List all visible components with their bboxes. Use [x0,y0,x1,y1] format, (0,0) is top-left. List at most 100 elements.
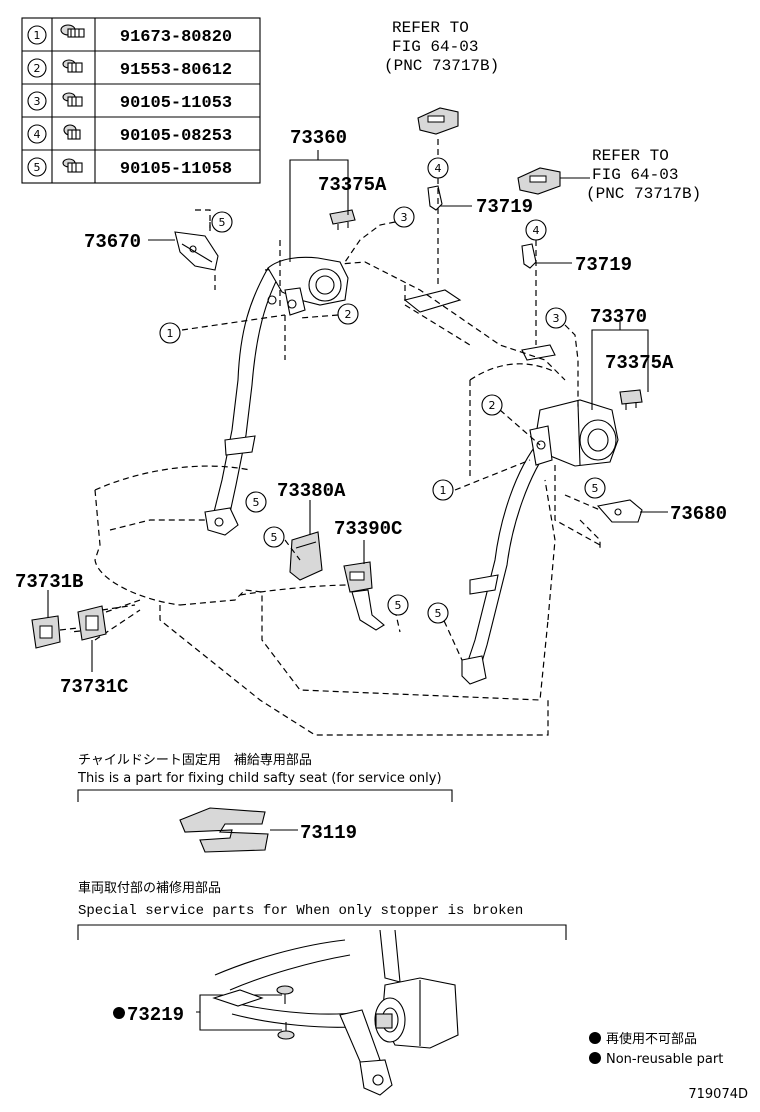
non-reusable-mark-icon [113,1007,125,1019]
legend-en: Non-reusable part [606,1052,723,1067]
label-73375a-left: 73375A [318,174,387,196]
callout-3: 3 [393,206,415,228]
label-73360: 73360 [290,127,347,149]
callout-number: 1 [34,29,41,42]
bolt-icon [63,124,81,140]
reference-note-line: (PNC 73717B) [586,185,701,203]
callout-1: 1 [432,479,454,501]
stopper-note-jp: 車両取付部の補修用部品 [78,881,221,896]
callout-number: 4 [34,128,41,141]
part-number: 90105-08253 [120,127,232,146]
label-73370: 73370 [590,306,647,328]
label-73719-top: 73719 [476,196,533,218]
part-number: 90105-11058 [120,160,232,179]
fastener-row: 1 91673-80820 [27,24,232,47]
non-reusable-mark-icon [589,1032,601,1044]
right-belt-assembly [461,399,619,685]
svg-text:5: 5 [253,496,260,509]
non-reusable-mark-icon [589,1052,601,1064]
diagram-callouts: 5 3 1 2 4 4 3 2 1 5 5 5 5 5 [159,157,606,624]
legend-jp: 再使用不可部品 [606,1031,697,1047]
callout-circle [27,124,47,144]
fastener-row: 4 90105-08253 [27,124,232,146]
label-73719-right: 73719 [575,254,632,276]
svg-text:4: 4 [533,224,540,237]
callout-5: 5 [427,602,449,624]
clip-73375a-right [619,389,643,410]
callout-number: 3 [34,95,41,108]
part-labels: REFER TO FIG 64-03 (PNC 73717B) REFER TO… [15,19,727,698]
anchor-73719-right [521,243,537,269]
stopper-clip-top [276,985,294,1004]
callout-5: 5 [584,477,606,499]
fastener-row: 3 90105-11053 [27,91,232,113]
reference-note-line: FIG 64-03 [592,166,678,184]
label-73219: 73219 [127,1004,184,1026]
label-73119: 73119 [300,822,357,844]
fastener-row: 2 91553-80612 [27,58,232,80]
callout-2: 2 [481,394,503,416]
child-seat-note-en: This is a part for fixing child safty se… [77,771,442,786]
anchor-73731b [31,615,61,649]
svg-text:3: 3 [553,312,560,325]
part-number: 91553-80612 [120,61,232,80]
svg-text:3: 3 [401,211,408,224]
part-number: 91673-80820 [120,28,232,47]
bolt-icon [62,158,83,173]
child-seat-section: チャイルドシート固定用 補給専用部品 This is a part for fi… [77,753,453,853]
label-73680: 73680 [670,503,727,525]
reference-note-line: (PNC 73717B) [384,57,499,75]
callout-circle [27,91,47,111]
buckle-73380a [289,531,323,581]
reference-note-line: FIG 64-03 [392,38,478,56]
svg-text:5: 5 [395,599,402,612]
label-73731b: 73731B [15,571,83,593]
bolt-icon [62,92,83,107]
stopper-clip-bottom [277,1022,295,1040]
callout-number: 5 [34,161,41,174]
callout-circle [27,58,47,78]
legend: 再使用不可部品 Non-reusable part [589,1031,723,1067]
callout-circle [27,25,47,45]
label-73380a: 73380A [277,480,346,502]
svg-text:5: 5 [271,531,278,544]
callout-circle [27,157,47,177]
callout-4: 4 [525,219,547,241]
fastener-row: 5 90105-11058 [27,157,232,179]
anchor-73731c [77,605,107,641]
callout-2: 2 [337,303,359,325]
bolt-icon [62,59,83,73]
callout-5: 5 [211,211,233,233]
seat-outline [69,261,566,736]
leader-lines [47,150,668,1031]
label-73390c: 73390C [334,518,402,540]
figure-code: 719074D [688,1087,748,1102]
cover-right [517,167,561,195]
callout-4: 4 [427,157,449,179]
callout-3: 3 [545,307,567,329]
svg-text:5: 5 [219,216,226,229]
bracket-73670 [174,231,219,271]
child-seat-note-jp: チャイルドシート固定用 補給専用部品 [78,753,312,768]
svg-text:1: 1 [167,327,174,340]
cover-top [417,107,459,135]
bracket-73680 [596,499,643,523]
part-73119-shape [179,807,269,853]
label-73375a-right: 73375A [605,352,674,374]
part-number: 90105-11053 [120,94,232,113]
reference-note-line: REFER TO [392,19,469,37]
callout-5: 5 [245,491,267,513]
reference-note-line: REFER TO [592,147,669,165]
left-belt-assembly [204,256,349,536]
buckle-73390c [343,561,385,631]
stopper-section: 車両取付部の補修用部品 Special service parts for Wh… [77,881,567,1096]
svg-text:2: 2 [345,308,352,321]
stopper-note-en: Special service parts for When only stop… [78,903,523,919]
callout-5: 5 [387,594,409,616]
svg-text:4: 4 [435,162,442,175]
fastener-table: 1 91673-80820 2 91553-80612 3 [21,17,261,184]
anchor-73719-top [427,185,443,211]
callout-connectors [59,136,601,661]
callout-number: 2 [34,62,41,75]
